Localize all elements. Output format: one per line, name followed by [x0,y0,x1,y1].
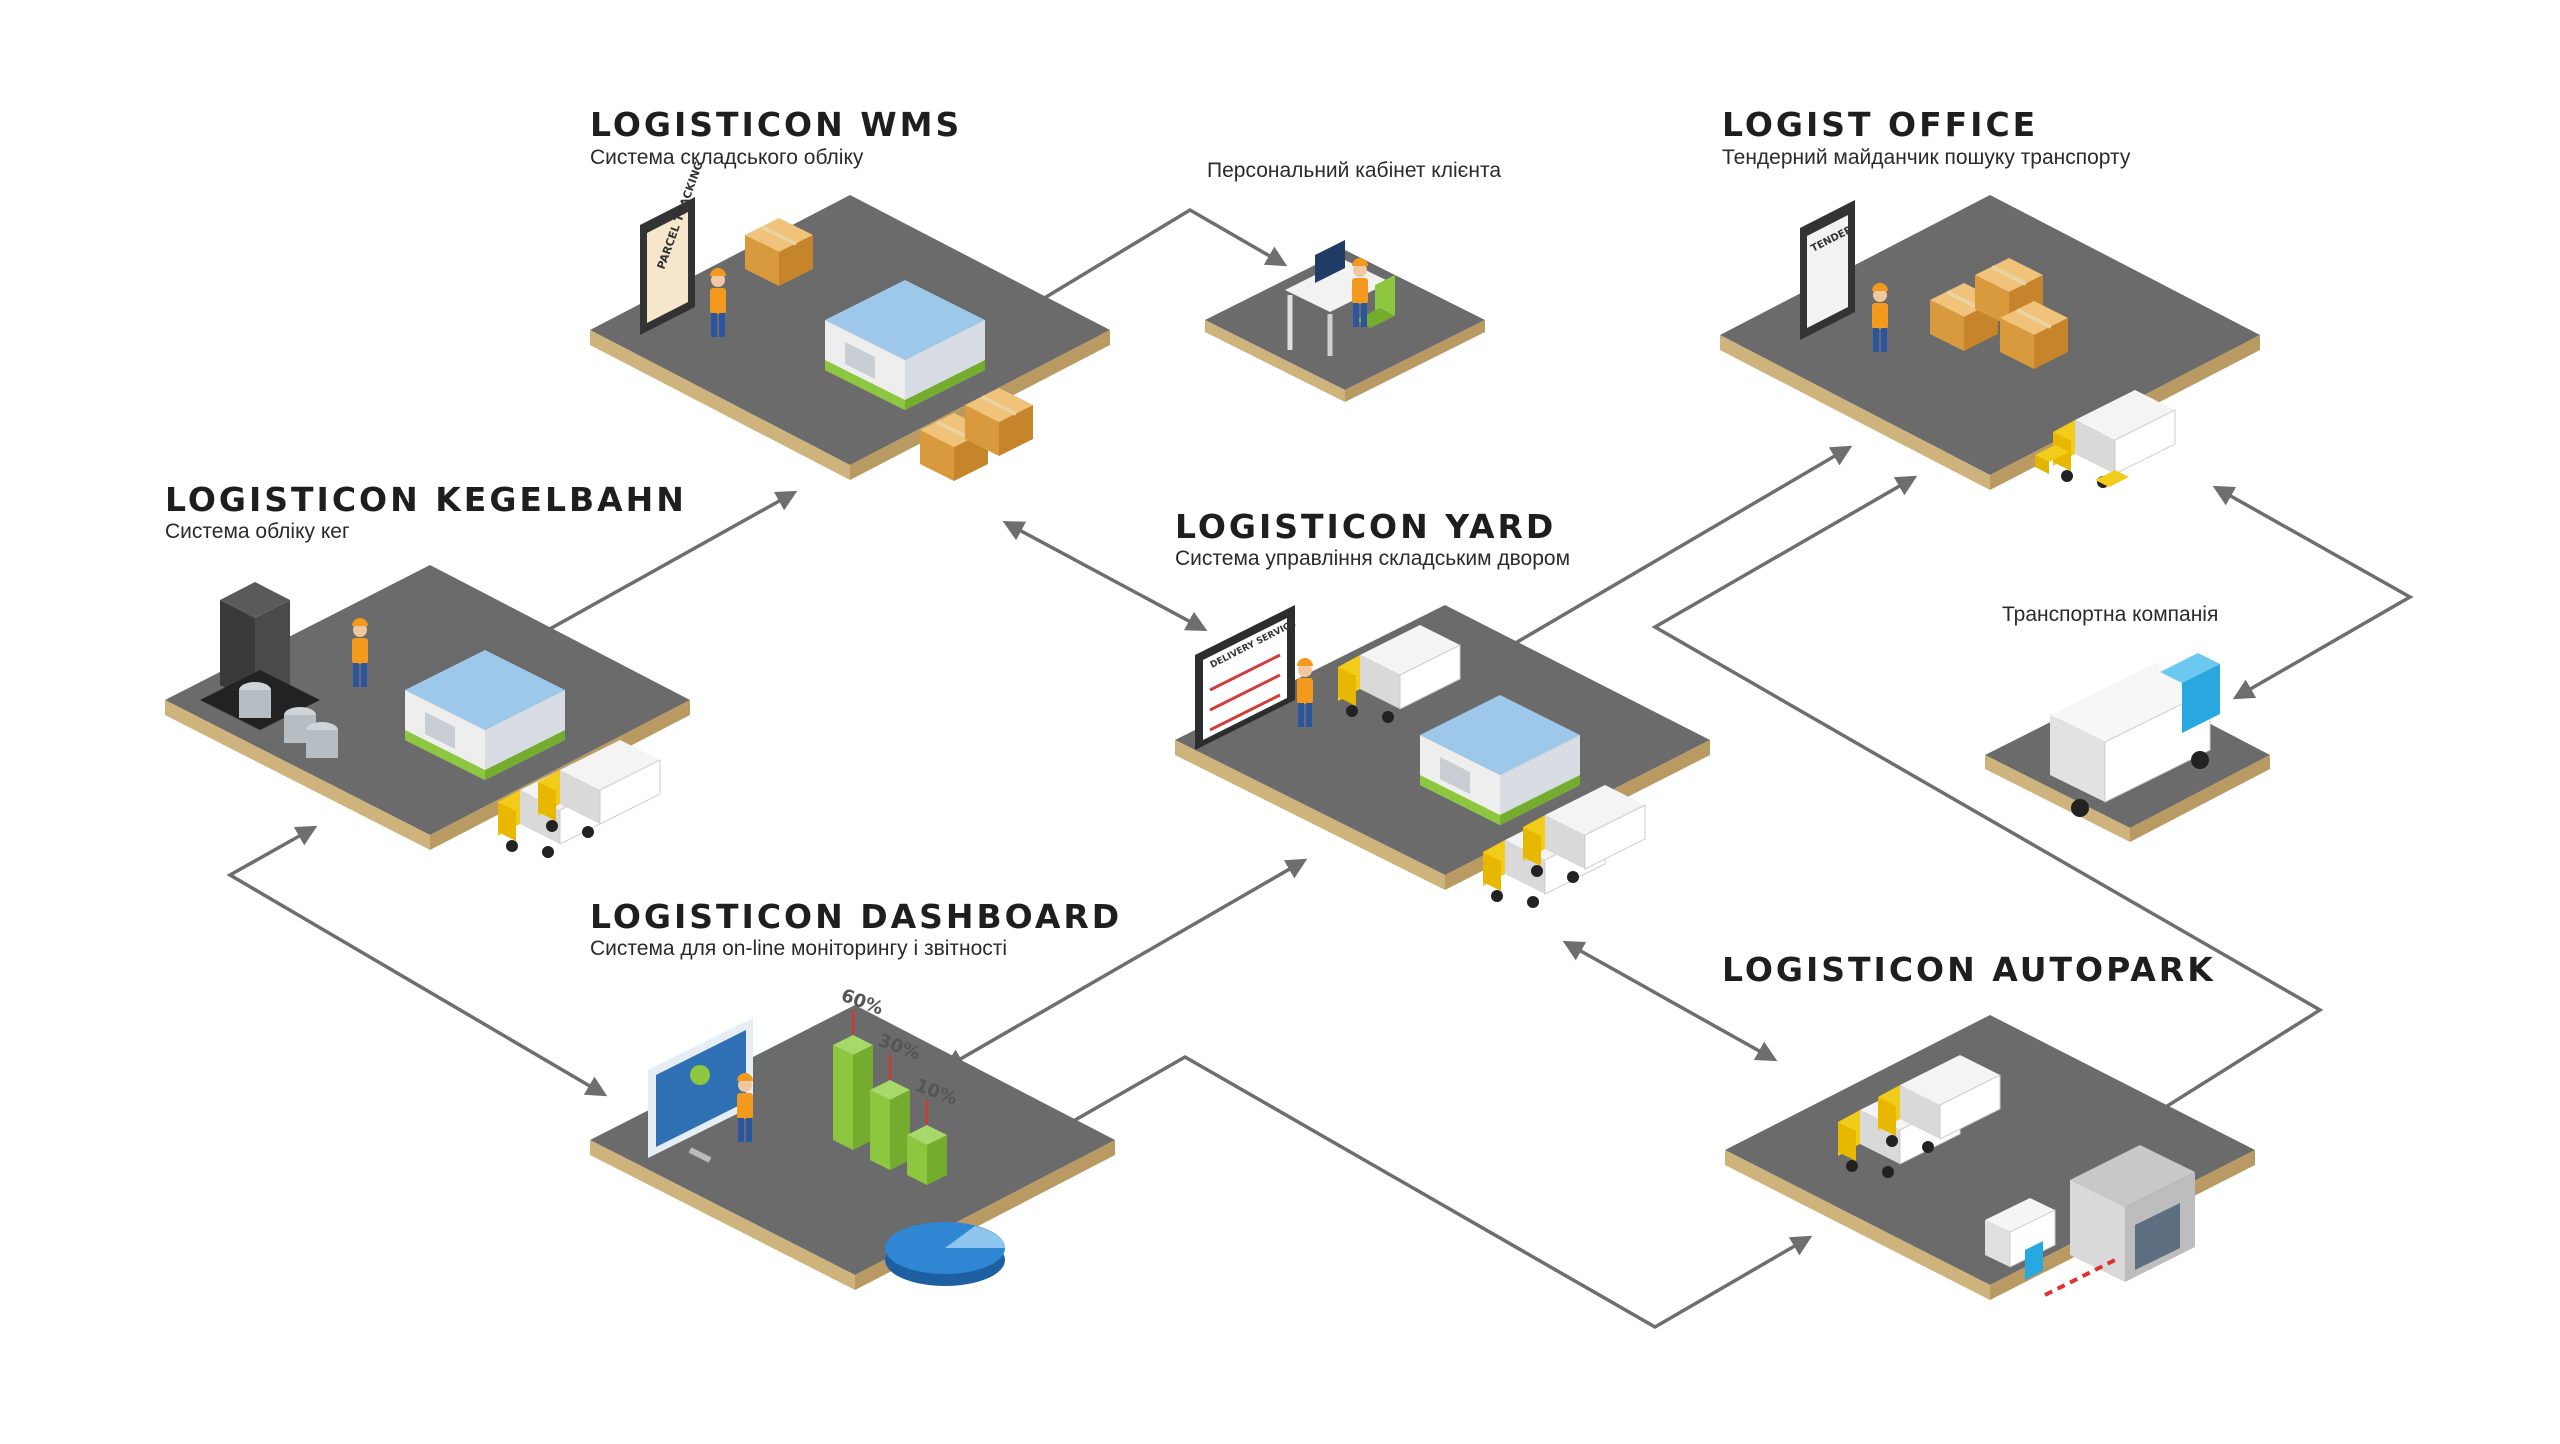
client-platform [1205,240,1485,402]
arrow-kegelbahn-dashboard [226,825,608,1097]
keg-icon [239,682,338,758]
wms-subtitle: Система складського обліку [590,146,864,169]
arrow-yard-autopark [1562,940,1778,1062]
schedule-board-icon: DELIVERY SERVICE [1195,605,1298,750]
arrow-wms-yard [1002,521,1208,631]
connectors [226,207,2414,1330]
arrow-dashboard-autopark [1027,1054,1813,1330]
dashboard-subtitle: Система для on-line моніторингу і звітно… [590,937,1008,960]
arrow-wms-client [1000,207,1288,325]
pie-chart-icon [885,1222,1005,1286]
transport-platform [1985,653,2270,842]
arrow-office-transport [2212,485,2414,700]
box-truck-icon [2050,653,2220,817]
garage-icon [2070,1145,2195,1282]
yard-platform: DELIVERY SERVICE [1175,605,1710,909]
autopark-title: LOGISTICON AUTOPARK [1722,950,2216,989]
wms-title: LOGISTICON WMS [590,105,963,144]
kegelbahn-title: LOGISTICON KEGELBAHN [165,480,687,519]
wms-platform: PARCEL TRACKING [590,160,1110,483]
client-cabinet-label: Персональний кабінет клієнта [1207,159,1501,182]
arrow-wms-kegelbahn [522,490,798,645]
arrow-dashboard-yard [942,858,1308,1070]
bar-chart-icon [833,1010,947,1185]
dashboard-platform: 60% 30% 10% [590,985,1115,1290]
dashboard-title: LOGISTICON DASHBOARD [590,897,1123,936]
forklift-icon [2035,445,2129,487]
phone-icon: TENDER [1800,200,1855,340]
office-title: LOGIST OFFICE [1722,105,2039,144]
transport-company-label: Транспортна компанія [2002,603,2219,626]
kegelbahn-subtitle: Система обліку кег [165,520,350,543]
office-subtitle: Тендерний майданчик пошуку транспорту [1722,146,2131,169]
yard-title: LOGISTICON YARD [1175,507,1557,546]
arrow-office-autopark [1651,475,2324,1125]
kegelbahn-platform [165,565,690,859]
office-platform: TENDER [1720,195,2260,490]
yard-subtitle: Система управління складським двором [1175,547,1571,570]
monitor-icon [648,1018,753,1163]
arrow-yard-office [1487,445,1853,660]
autopark-platform [1725,1015,2255,1300]
blue-truck-icon [1985,1198,2056,1280]
